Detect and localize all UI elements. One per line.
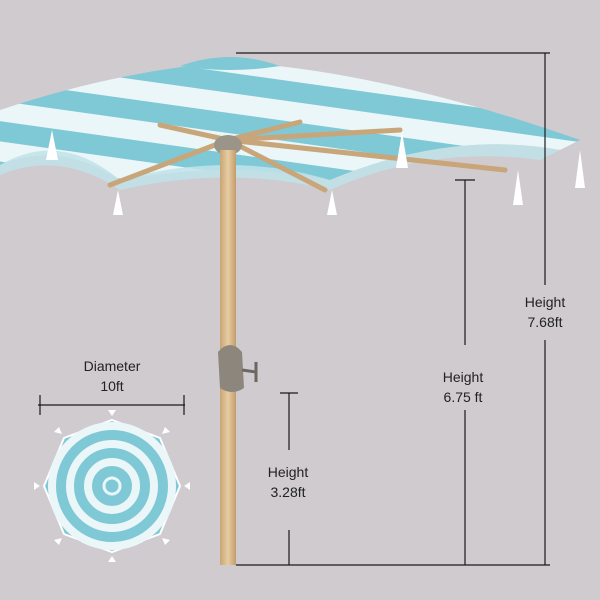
height-rib-value: 6.75 ft	[443, 389, 483, 405]
diameter-title: Diameter	[83, 358, 141, 374]
crank-icon	[218, 345, 258, 392]
height-rib-label: Height 6.75 ft	[423, 367, 503, 407]
dimension-lines	[38, 52, 550, 566]
top-view-umbrella	[34, 410, 190, 562]
height-crank-title: Height	[267, 464, 309, 480]
height-top-value: 7.68ft	[527, 314, 563, 330]
diameter-value: 10ft	[100, 378, 124, 394]
tassels	[46, 130, 585, 215]
diameter-label: Diameter 10ft	[72, 356, 152, 396]
canopy-ribs	[107, 119, 508, 193]
height-rib-title: Height	[442, 369, 484, 385]
height-crank-label: Height 3.28ft	[248, 462, 328, 502]
height-crank-value: 3.28ft	[270, 484, 306, 500]
height-top-title: Height	[524, 294, 566, 310]
canopy	[0, 57, 580, 190]
height-top-label: Height 7.68ft	[505, 292, 585, 332]
